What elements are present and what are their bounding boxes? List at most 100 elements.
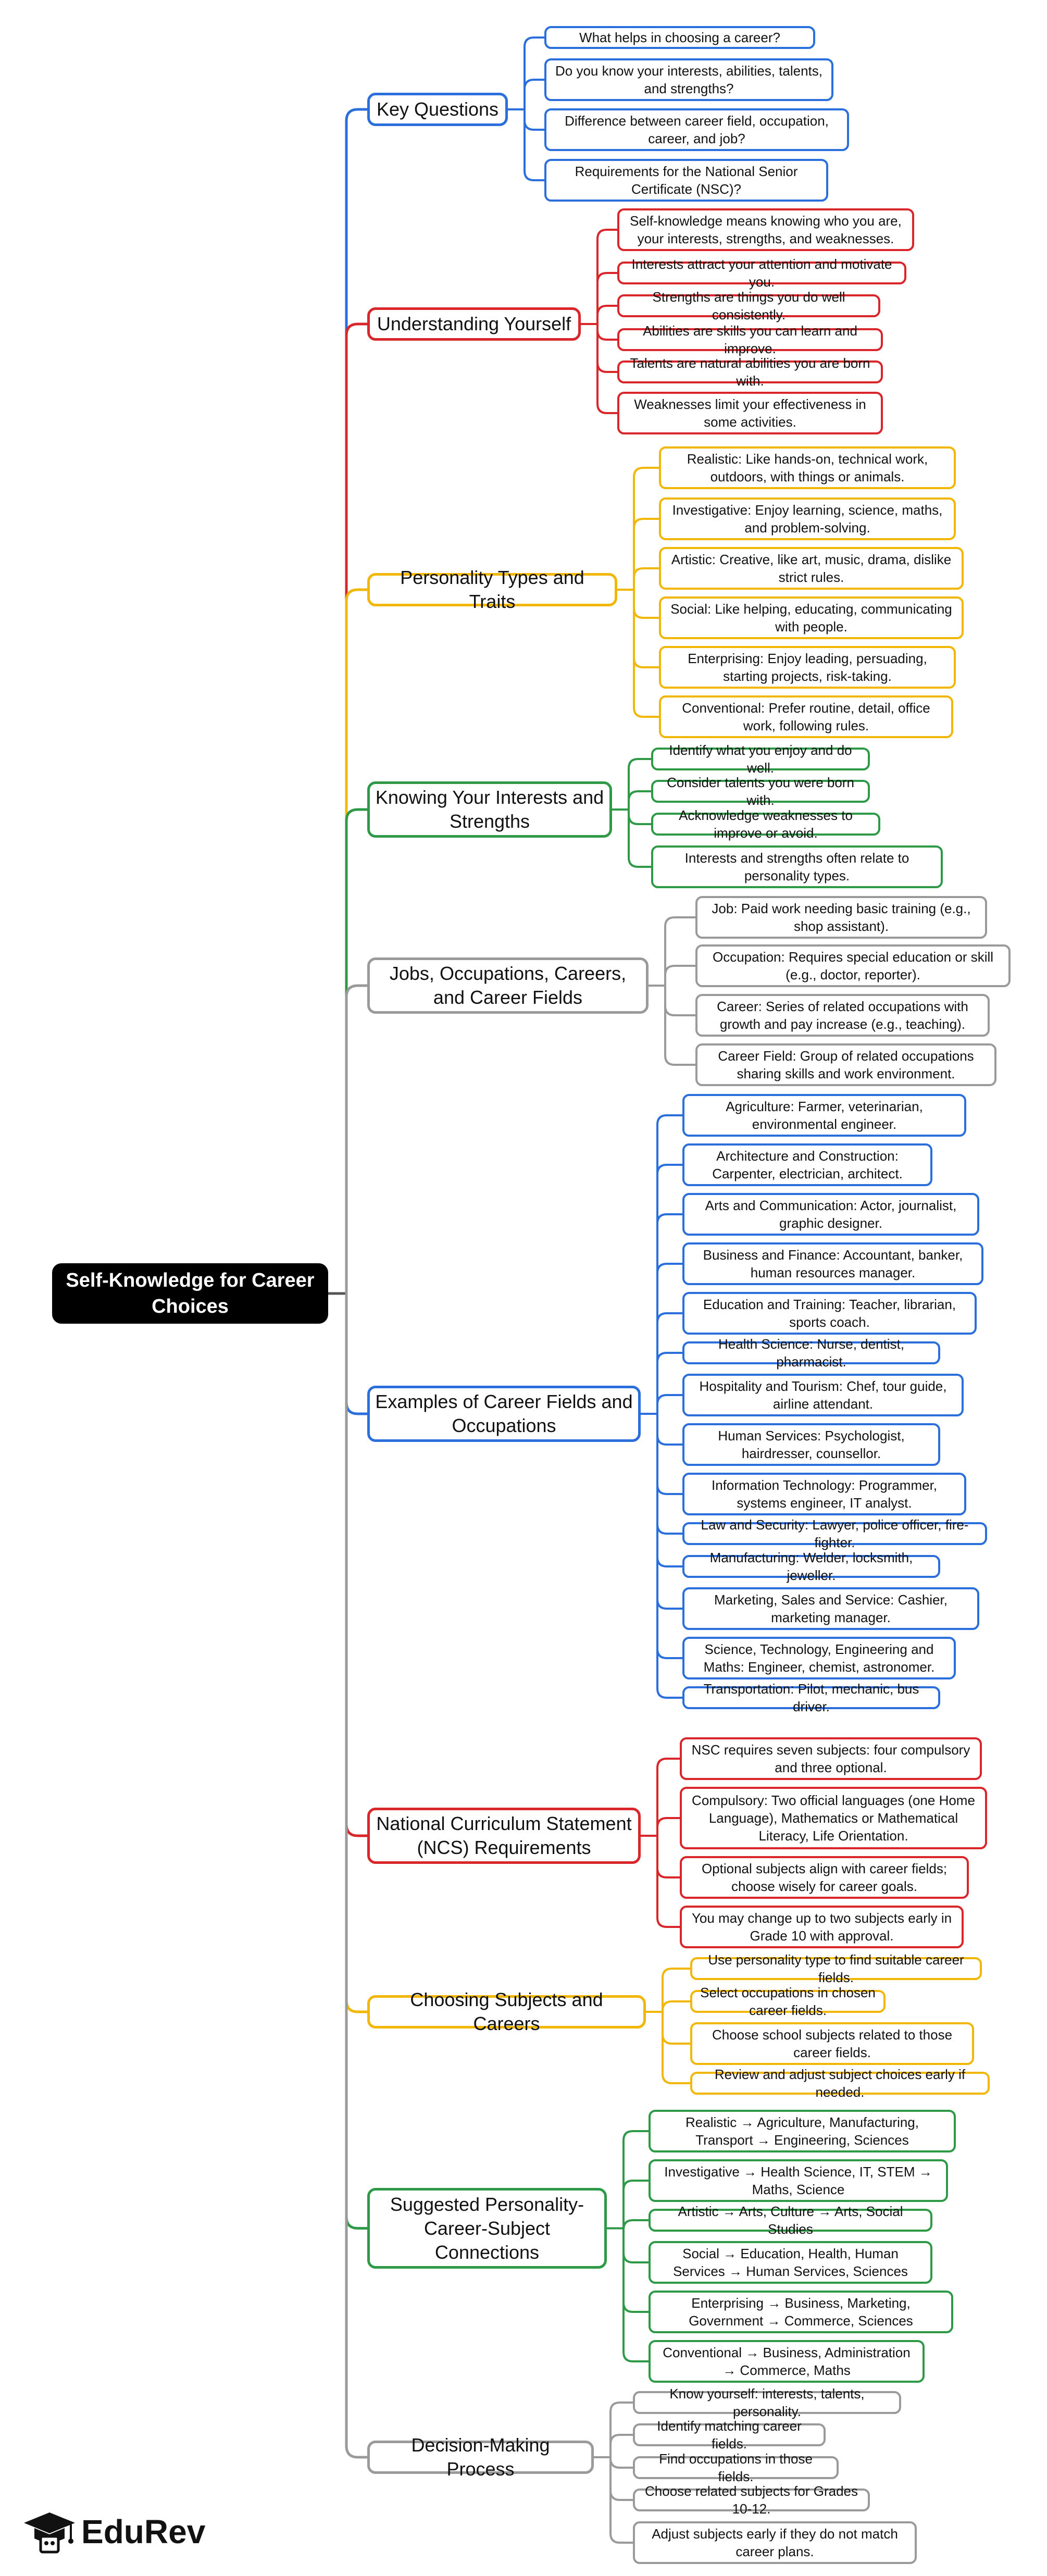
leaf-job-paid-work-needing-basic-training-e-g: Job: Paid work needing basic training (e… — [695, 896, 987, 939]
leaf-consider-talents-you-were-born-with: Consider talents you were born with. — [651, 775, 870, 808]
branch-connector-choosing-subjects-and-careers — [345, 1292, 369, 2013]
leaf-realistic-agriculture-manufacturing-tran: Realistic → Agriculture, Manufacturing, … — [649, 2110, 956, 2152]
branch-examples-of-career-fields-and-occupation: Examples of Career Fields and Occupation… — [367, 1386, 641, 1442]
branch-connector-understanding-yourself — [345, 322, 369, 1295]
leaf-marketing-sales-and-service-cashier-mark: Marketing, Sales and Service: Cashier, m… — [682, 1587, 979, 1630]
leaf-connector — [633, 589, 660, 718]
leaf-connector — [656, 1164, 683, 1415]
logo-text: EduRev — [81, 2513, 206, 2550]
leaf-choose-school-subjects-related-to-those-: Choose school subjects related to those … — [690, 2022, 974, 2065]
leaf-connector — [596, 229, 618, 325]
leaf-connector — [656, 1413, 683, 1535]
leaf-arts-and-communication-actor-journalist-: Arts and Communication: Actor, journalis… — [682, 1193, 979, 1236]
leaf-what-helps-in-choosing-a-career: What helps in choosing a career? — [544, 26, 815, 49]
leaf-connector — [656, 1413, 683, 1446]
branch-jobs-occupations-careers-and-career-fiel: Jobs, Occupations, Careers, and Career F… — [367, 957, 649, 1014]
leaf-compulsory-two-official-languages-one-ho: Compulsory: Two official languages (one … — [680, 1787, 987, 1849]
leaf-connector — [656, 1835, 681, 1878]
leaf-connector — [609, 2434, 634, 2458]
leaf-connector — [596, 323, 618, 373]
leaf-social-education-health-human-services-h: Social → Education, Health, Human Servic… — [649, 2241, 932, 2284]
leaf-enterprising-business-marketing-governme: Enterprising → Business, Marketing, Gove… — [649, 2291, 953, 2333]
branch-understanding-yourself: Understanding Yourself — [367, 307, 581, 341]
branch-connector-knowing-your-interests-and-strengths — [345, 808, 369, 1295]
leaf-conventional-prefer-routine-detail-offic: Conventional: Prefer routine, detail, of… — [659, 695, 953, 738]
leaf-connector — [622, 2219, 650, 2230]
leaf-conventional-business-administration-com: Conventional → Business, Administration … — [649, 2340, 925, 2383]
leaf-connector — [622, 2227, 650, 2263]
leaf-connector — [596, 305, 618, 325]
leaf-connector — [656, 1413, 683, 1567]
leaf-use-personality-type-to-find-suitable-ca: Use personality type to find suitable ca… — [690, 1952, 982, 1985]
leaf-connector — [524, 108, 545, 131]
leaf-business-and-finance-accountant-banker-h: Business and Finance: Accountant, banker… — [682, 1242, 983, 1285]
leaf-connector — [596, 272, 618, 325]
leaf-find-occupations-in-those-fields: Find occupations in those fields. — [633, 2451, 839, 2484]
branch-knowing-your-interests-and-strengths: Knowing Your Interests and Strengths — [367, 781, 612, 838]
leaf-connector — [622, 2130, 650, 2230]
leaf-connector — [596, 323, 618, 341]
leaf-investigative-health-science-it-stem-mat: Investigative → Health Science, IT, STEM… — [649, 2159, 948, 2202]
leaf-connector — [656, 1413, 683, 1495]
leaf-education-and-training-teacher-librarian: Education and Training: Teacher, librari… — [682, 1292, 977, 1335]
leaf-connector — [656, 1312, 683, 1415]
branch-connector-suggested-personality-career-subject-con — [345, 1292, 369, 2230]
leaf-connector — [662, 2011, 691, 2084]
leaf-identify-what-you-enjoy-and-do-well: Identify what you enjoy and do well. — [651, 742, 870, 776]
leaf-connector — [664, 916, 696, 987]
leaf-connector — [628, 758, 652, 811]
leaf-interests-attract-your-attention-and-mot: Interests attract your attention and mot… — [617, 256, 906, 290]
leaf-connector — [633, 589, 660, 619]
leaf-requirements-for-the-national-senior-cer: Requirements for the National Senior Cer… — [544, 159, 828, 202]
leaf-career-field-group-of-related-occupation: Career Field: Group of related occupatio… — [695, 1043, 996, 1086]
leaf-connector — [622, 2180, 650, 2230]
leaf-difference-between-career-field-occupati: Difference between career field, occupat… — [544, 108, 849, 151]
branch-suggested-personality-career-subject-con: Suggested Personality-Career-Subject Con… — [367, 2188, 607, 2269]
leaf-optional-subjects-align-with-career-fiel: Optional subjects align with career fiel… — [680, 1856, 969, 1899]
branch-personality-types-and-traits: Personality Types and Traits — [367, 567, 617, 612]
branch-connector-national-curriculum-statement-ncs-requir — [345, 1292, 369, 1837]
leaf-select-occupations-in-chosen-career-fiel: Select occupations in chosen career fiel… — [690, 1985, 886, 2018]
leaf-connector — [609, 2456, 634, 2544]
leaf-connector — [628, 808, 652, 868]
leaf-connector — [633, 467, 660, 591]
leaf-nsc-requires-seven-subjects-four-compuls: NSC requires seven subjects: four compul… — [680, 1737, 982, 1780]
leaf-choose-related-subjects-for-grades-10-12: Choose related subjects for Grades 10-12… — [633, 2483, 870, 2517]
leaf-connector — [628, 790, 652, 811]
leaf-connector — [524, 79, 545, 110]
leaf-connector — [664, 985, 696, 1066]
leaf-weaknesses-limit-your-effectiveness-in-s: Weaknesses limit your effectiveness in s… — [617, 392, 883, 434]
leaf-adjust-subjects-early-if-they-do-not-mat: Adjust subjects early if they do not mat… — [633, 2521, 917, 2564]
leaf-connector — [633, 567, 660, 591]
branch-national-curriculum-statement-ncs-requir: National Curriculum Statement (NCS) Requ… — [367, 1808, 641, 1864]
leaf-career-series-of-related-occupations-wit: Career: Series of related occupations wi… — [695, 994, 990, 1037]
leaf-artistic-creative-like-art-music-drama-d: Artistic: Creative, like art, music, dra… — [659, 547, 964, 590]
leaf-hospitality-and-tourism-chef-tour-guide-: Hospitality and Tourism: Chef, tour guid… — [682, 1374, 964, 1416]
leaf-connector — [656, 1263, 683, 1415]
leaf-connector — [656, 1413, 683, 1659]
edurev-logo: EduRev — [21, 2511, 206, 2554]
leaf-connector — [609, 2456, 634, 2501]
leaf-identify-matching-career-fields: Identify matching career fields. — [633, 2418, 826, 2451]
leaf-do-you-know-your-interests-abilities-tal: Do you know your interests, abilities, t… — [544, 58, 833, 101]
leaf-connector — [656, 1817, 681, 1837]
branch-connector-jobs-occupations-careers-and-career-fiel — [345, 984, 369, 1295]
branch-connector-personality-types-and-traits — [345, 588, 369, 1295]
leaf-connector — [524, 36, 545, 110]
leaf-connector — [596, 323, 618, 414]
leaf-transportation-pilot-mechanic-bus-driver: Transportation: Pilot, mechanic, bus dri… — [682, 1681, 940, 1714]
leaf-connector — [609, 2401, 634, 2458]
branch-connector-examples-of-career-fields-and-occupation — [345, 1292, 369, 1415]
leaf-law-and-security-lawyer-police-officer-f: Law and Security: Lawyer, police officer… — [682, 1517, 987, 1550]
root-node: Self-Knowledge for Career Choices — [52, 1263, 328, 1324]
graduation-cap-icon — [24, 2512, 75, 2554]
branch-choosing-subjects-and-careers: Choosing Subjects and Careers — [367, 1989, 646, 2034]
leaf-connector — [628, 808, 652, 825]
leaf-connector — [656, 1114, 683, 1415]
leaf-connector — [662, 1968, 691, 2013]
leaf-agriculture-farmer-veterinarian-environm: Agriculture: Farmer, veterinarian, envir… — [682, 1094, 966, 1137]
leaf-connector — [524, 108, 545, 181]
leaf-connector — [656, 1352, 683, 1415]
leaf-talents-are-natural-abilities-you-are-bo: Talents are natural abilities you are bo… — [617, 355, 883, 389]
